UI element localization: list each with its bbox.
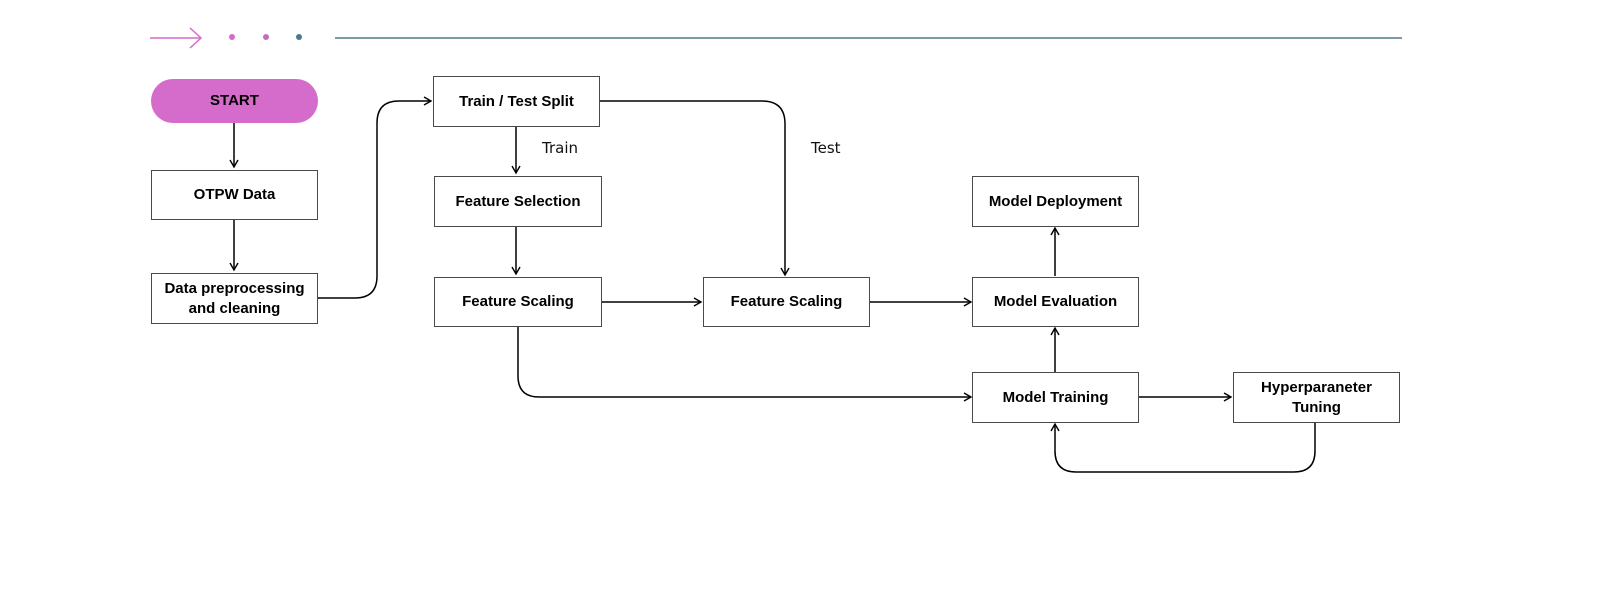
model-evaluation-node: Model Evaluation (972, 277, 1139, 327)
model-training-node: Model Training (972, 372, 1139, 423)
hyperparameter-tuning-node: Hyperparaneter Tuning (1233, 372, 1400, 423)
header-arrow-icon (150, 27, 203, 49)
edge-preprocessing-to-split (318, 96, 433, 299)
feature-scaling-test-node: Feature Scaling (703, 277, 870, 327)
train-test-split-node: Train / Test Split (433, 76, 600, 127)
start-node: START (151, 79, 318, 123)
edge-scaling-train-to-training (517, 327, 973, 402)
edge-split-to-feature-scaling-test (600, 100, 790, 277)
train-edge-label: Train (542, 139, 578, 157)
otpw-data-node: OTPW Data (151, 170, 318, 220)
test-edge-label: Test (811, 139, 841, 157)
model-deployment-node: Model Deployment (972, 176, 1139, 227)
feature-scaling-train-node: Feature Scaling (434, 277, 602, 327)
header-dots-icon (229, 34, 302, 40)
preprocessing-node: Data preprocessing and cleaning (151, 273, 318, 324)
edge-tuning-to-training (1050, 422, 1316, 473)
feature-selection-node: Feature Selection (434, 176, 602, 227)
